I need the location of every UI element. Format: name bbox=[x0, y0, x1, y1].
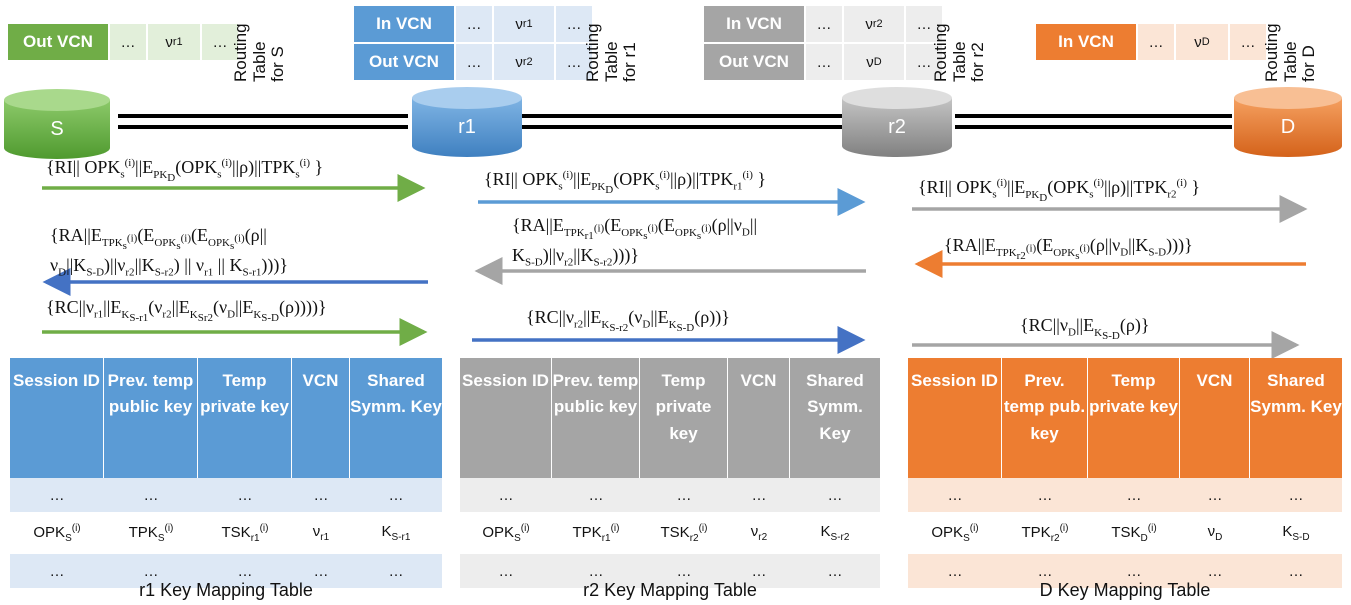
rt-cell: … bbox=[906, 6, 942, 42]
node-s-label: S bbox=[50, 118, 64, 140]
col-header: Prev. temp public key bbox=[552, 358, 640, 478]
cell: TSKD(i) bbox=[1111, 522, 1157, 544]
key-table-d: Session ID Prev. temp pub. key Temp priv… bbox=[908, 358, 1342, 588]
node-d-cylinder bbox=[1234, 87, 1342, 157]
key-table-r1: Session ID Prev. temp public key Temp pr… bbox=[10, 358, 442, 588]
cell: KS-D bbox=[1282, 523, 1310, 543]
message-r2-rc: {RC||νD||EKS-D(ρ)} bbox=[1020, 315, 1150, 342]
key-table-r1-caption: r1 Key Mapping Table bbox=[139, 580, 313, 600]
in-vcn-label: In VCN bbox=[1036, 24, 1136, 60]
message-r1-rc: {RC||νr2||EKS-r2(νD||EKS-D(ρ))} bbox=[526, 307, 730, 334]
table-row: … … … … … bbox=[10, 478, 442, 512]
in-vcn-label: In VCN bbox=[354, 6, 454, 42]
in-vcn-label: In VCN bbox=[704, 6, 804, 42]
col-header: VCN bbox=[728, 358, 790, 478]
key-table-d-caption: D Key Mapping Table bbox=[1039, 580, 1211, 600]
col-header: Session ID bbox=[10, 358, 104, 478]
out-vcn-label: Out VCN bbox=[8, 24, 108, 60]
key-table-r2-caption: r2 Key Mapping Table bbox=[583, 580, 757, 600]
message-arrows bbox=[42, 174, 1308, 359]
key-table-r2: Session ID Prev. temp public key Temp pr… bbox=[460, 358, 880, 588]
cell: OPKS(i) bbox=[482, 522, 530, 544]
cell: OPKS(i) bbox=[931, 522, 979, 544]
rt-cell: … bbox=[456, 6, 492, 42]
col-header: VCN bbox=[1180, 358, 1250, 478]
table-row: … … … … … bbox=[908, 478, 1342, 512]
col-header: Temp private key bbox=[640, 358, 728, 478]
link-r2-d bbox=[955, 114, 1232, 129]
rt-cell: … bbox=[806, 44, 842, 80]
message-r1-ra: {RA||ETPKr1(i)(EOPKs(i)(EOPKs(i)(ρ||νD||… bbox=[512, 215, 758, 269]
rt-cell: … bbox=[1138, 24, 1174, 60]
message-s-ri: {RI|| OPKs(i)||EPKD(OPKs(i)||ρ)||TPKs(i)… bbox=[46, 157, 324, 184]
col-header: Session ID bbox=[908, 358, 1002, 478]
rt-cell: … bbox=[110, 24, 146, 60]
table-row: OPKS(i) TPKr2(i) TSKD(i) νD KS-D bbox=[908, 512, 1342, 554]
message-s-rc: {RC||νr1||EKS-r1(νr2||EKSr2(νD||EKS-D(ρ)… bbox=[46, 297, 327, 324]
rt-cell: … bbox=[906, 44, 942, 80]
node-r2-cylinder bbox=[842, 87, 952, 157]
node-d-label: D bbox=[1280, 116, 1296, 138]
col-header: Temp private key bbox=[198, 358, 292, 478]
message-s-ra: {RA||ETPKs(i)(EOPKs(i)(EOPKs(i)(ρ||νD||K… bbox=[50, 225, 289, 279]
rt-cell: … bbox=[202, 24, 238, 60]
message-r2-ri: {RI|| OPKs(i)||EPKD(OPKs(i)||ρ)||TPKr2(i… bbox=[918, 177, 1201, 204]
rt-cell: … bbox=[456, 44, 492, 80]
table-row: OPKS(i) TPKS(i) TSKr1(i) νr1 KS-r1 bbox=[10, 512, 442, 554]
link-s-r1 bbox=[118, 114, 408, 129]
message-r2-ra: {RA||ETPKr2(i)(EOPKs(i)(ρ||νD||KS-D)))} bbox=[944, 235, 1193, 262]
col-header: Prev. temp public key bbox=[104, 358, 198, 478]
cell: TPKS(i) bbox=[128, 522, 174, 544]
link-r1-r2 bbox=[522, 114, 842, 129]
node-r2-label: r2 bbox=[888, 116, 906, 138]
col-header: Temp private key bbox=[1088, 358, 1180, 478]
rt-cell: … bbox=[556, 6, 592, 42]
col-header: Shared Symm. Key bbox=[790, 358, 880, 478]
table-row: OPKS(i) TPKr1(i) TSKr2(i) νr2 KS-r2 bbox=[460, 512, 880, 554]
out-vcn-label: Out VCN bbox=[704, 44, 804, 80]
cell: νD bbox=[1207, 523, 1223, 543]
rt-cell: … bbox=[1230, 24, 1266, 60]
table-row: … … … … … bbox=[908, 554, 1342, 588]
col-header: Session ID bbox=[460, 358, 552, 478]
cell: OPKS(i) bbox=[33, 522, 81, 544]
table-row: … … … … … bbox=[460, 478, 880, 512]
node-r1-label: r1 bbox=[458, 116, 476, 138]
cell: TPKr2(i) bbox=[1021, 522, 1069, 544]
cell: νr2 bbox=[750, 523, 768, 543]
col-header: Shared Symm. Key bbox=[350, 358, 442, 478]
table-row: … … … … … bbox=[460, 554, 880, 588]
col-header: Shared Symm. Key bbox=[1250, 358, 1342, 478]
cell: KS-r2 bbox=[820, 523, 850, 543]
rt-cell: … bbox=[556, 44, 592, 80]
cell: νr1 bbox=[312, 523, 330, 543]
table-row: … … … … … bbox=[10, 554, 442, 588]
cell: KS-r1 bbox=[381, 523, 411, 543]
cell: TSKr2(i) bbox=[660, 522, 708, 544]
node-r1-cylinder bbox=[412, 87, 522, 157]
rt-cell: … bbox=[806, 6, 842, 42]
col-header: VCN bbox=[292, 358, 350, 478]
col-header: Prev. temp pub. key bbox=[1002, 358, 1088, 478]
node-s-cylinder bbox=[4, 89, 110, 159]
cell: TSKr1(i) bbox=[221, 522, 269, 544]
out-vcn-label: Out VCN bbox=[354, 44, 454, 80]
network-diagram bbox=[4, 87, 1342, 159]
cell: TPKr1(i) bbox=[572, 522, 620, 544]
message-r1-ri: {RI|| OPKs(i)||EPKD(OPKs(i)||ρ)||TPKr1(i… bbox=[484, 169, 767, 196]
